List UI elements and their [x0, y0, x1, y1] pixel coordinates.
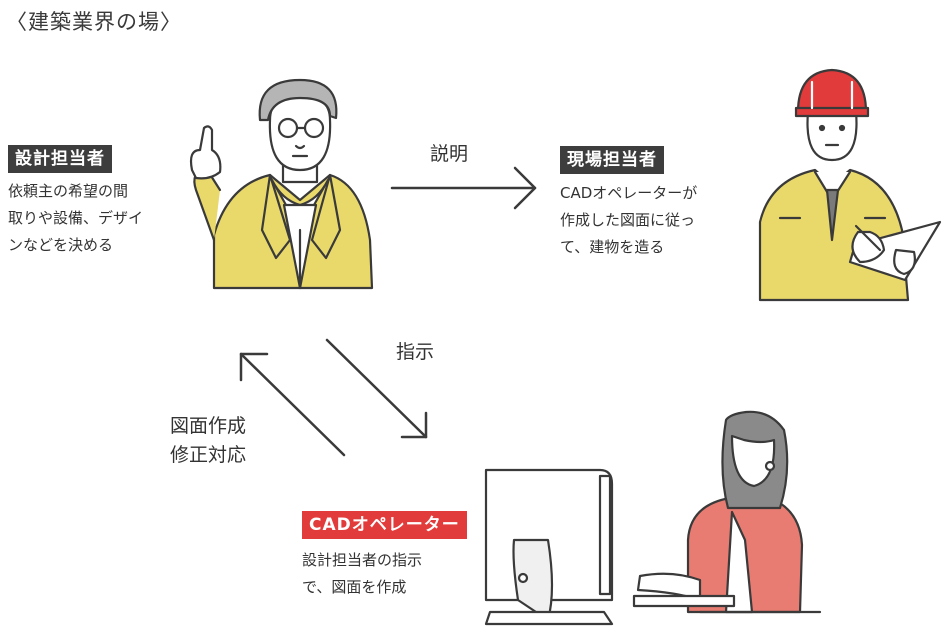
explain-arrow	[390, 166, 537, 210]
designer-figure	[189, 78, 374, 290]
site-manager-figure	[758, 68, 942, 302]
instruct-label: 指示	[396, 341, 435, 363]
instruct-arrow	[325, 338, 428, 439]
operator-figure	[632, 410, 822, 614]
drawing-label: 図面作成 修正対応	[170, 415, 247, 466]
computer-icon	[484, 468, 614, 626]
site-manager-description: CADオペレーターが 作成した図面に従っ て、建物を造る	[560, 184, 698, 256]
page-title: 〈建築業界の場〉	[6, 10, 182, 34]
designer-description: 依頼主の希望の間 取りや設備、デザイ ンなどを決める	[8, 182, 144, 254]
drawing-arrow	[239, 352, 346, 457]
operator-description: 設計担当者の指示 で、図面を作成	[302, 551, 423, 596]
designer-tag: 設計担当者	[8, 145, 112, 173]
explain-label: 説明	[430, 143, 469, 165]
site-manager-tag: 現場担当者	[560, 146, 664, 174]
operator-tag: CADオペレーター	[302, 511, 467, 539]
